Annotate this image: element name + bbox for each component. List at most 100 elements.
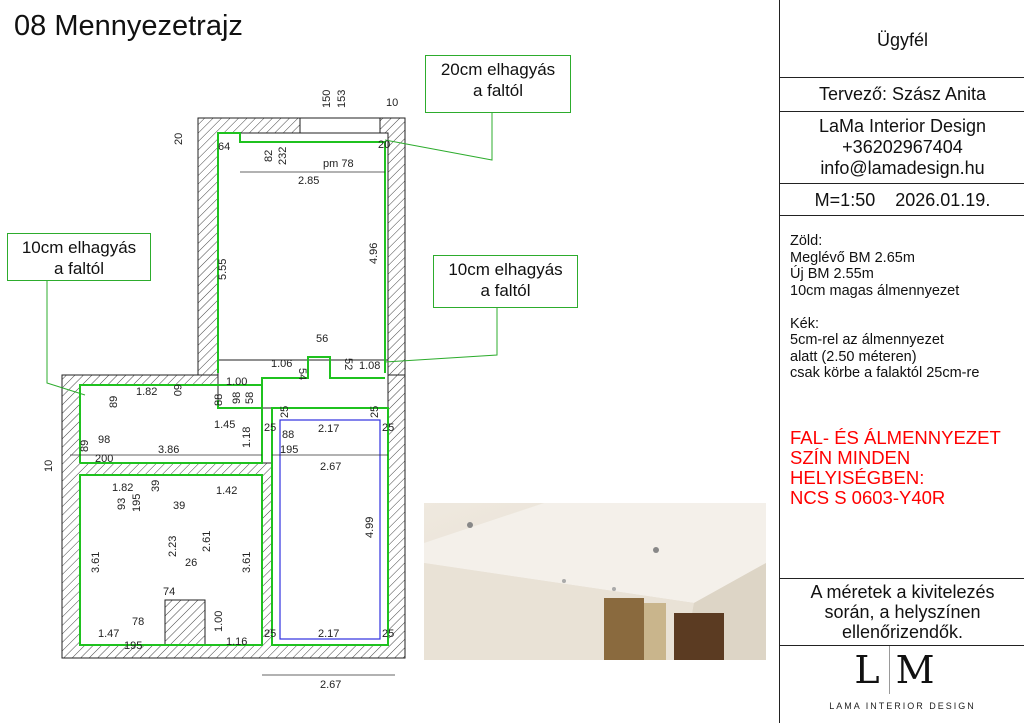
dim-label: 25	[264, 628, 276, 640]
dim-label: 3.86	[158, 444, 179, 456]
client-cell: Ügyfél	[780, 0, 1024, 78]
disclaimer-line: A méretek a kivitelezés	[810, 582, 995, 602]
company-logo: LM LAMA INTERIOR DESIGN	[780, 646, 1024, 723]
dim-label: 56	[316, 333, 328, 345]
logo-text: LAMA INTERIOR DESIGN	[829, 701, 976, 711]
dim-label: 25	[264, 422, 276, 434]
dim-label: 89	[108, 396, 120, 408]
dim-label: 1.82	[136, 386, 157, 398]
dim-label: 20	[173, 133, 185, 145]
dim-label: 20	[378, 139, 390, 151]
dim-label: 200	[95, 453, 113, 465]
logo-letters: LM	[854, 648, 951, 692]
dim-label: 64	[218, 141, 230, 153]
ceiling-render-image	[424, 503, 766, 660]
dim-label: 4.99	[364, 517, 376, 538]
drawing-title: 08 Mennyezetrajz	[14, 10, 243, 42]
dim-label: 2.67	[320, 679, 341, 691]
note-line: Kék:	[790, 315, 820, 332]
disclaimer-line: során, a helyszínen	[824, 602, 981, 622]
callout-line: 20cm elhagyás	[440, 60, 556, 79]
dim-label: 10	[386, 97, 398, 109]
title-block: Ügyfél Tervező: Szász Anita LaMa Interio…	[779, 0, 1024, 723]
callout-line: 10cm elhagyás	[448, 260, 563, 279]
dim-label: 2.17	[318, 423, 339, 435]
callout-top: 20cm elhagyás a faltól	[425, 55, 571, 113]
dim-label: 98	[231, 392, 243, 404]
render-illustration	[424, 503, 766, 660]
dimension-lines	[70, 171, 395, 676]
dim-label: 195	[124, 640, 142, 652]
note-line: 10cm magas álmennyezet	[790, 282, 960, 299]
disclaimer-line: ellenőrizendők.	[841, 622, 964, 642]
callout-line: a faltól	[480, 281, 531, 300]
walls	[61, 117, 406, 659]
dim-label: 25	[369, 406, 381, 418]
dim-label: 89	[79, 440, 91, 452]
dim-label: 1.16	[226, 636, 247, 648]
dim-label: 2.67	[320, 461, 341, 473]
designer-label: Tervező: Szász Anita	[818, 84, 987, 104]
dim-label: 1.45	[214, 419, 235, 431]
dim-label: 54	[296, 368, 308, 380]
dim-label: 2.61	[201, 531, 213, 552]
dim-label: 1.00	[226, 376, 247, 388]
dim-label: 58	[244, 392, 256, 404]
dim-label: 1.18	[241, 427, 253, 448]
dim-label: 195	[131, 494, 143, 512]
dim-label: 3.61	[90, 552, 102, 573]
dim-label: 98	[98, 434, 110, 446]
color-notice-line: NCS S 0603-Y40R	[790, 487, 946, 508]
callout-line: a faltól	[472, 81, 524, 100]
dim-label: pm 78	[323, 158, 354, 170]
callout-right: 10cm elhagyás a faltól	[433, 255, 578, 308]
note-line	[790, 299, 979, 316]
dim-label: 88	[282, 429, 294, 441]
dim-label: 1.00	[213, 611, 225, 632]
dim-label: 39	[150, 480, 162, 492]
callout-line: 10cm elhagyás	[21, 238, 137, 257]
dim-label: 2.23	[167, 536, 179, 557]
dim-label: 4.96	[368, 243, 380, 264]
note-line: Meglévő BM 2.65m	[790, 249, 915, 266]
dim-label: 1.42	[216, 485, 237, 497]
disclaimer-cell: A méretek a kivitelezés során, a helyszí…	[780, 578, 1024, 646]
company-cell: LaMa Interior Design +36202967404 info@l…	[780, 112, 1024, 184]
dimension-labels: 150 153 10 20 64 82 232 20 pm 78 2.85 5.…	[43, 90, 398, 691]
dim-label: 150	[321, 90, 333, 108]
company-name: LaMa Interior Design	[818, 116, 987, 136]
note-line: Zöld:	[790, 233, 823, 249]
callout-leaders	[46, 112, 498, 396]
dim-label: 82	[263, 150, 275, 162]
green-ceiling-outline	[79, 132, 389, 646]
floor-plan: 150 153 10 20 64 82 232 20 pm 78 2.85 5.…	[43, 90, 498, 691]
blue-ceiling-outline	[279, 419, 381, 640]
client-label: Ügyfél	[876, 30, 929, 50]
dim-label: 5.55	[217, 259, 229, 280]
dim-label: 25	[382, 628, 394, 640]
callout-left: 10cm elhagyás a faltól	[7, 233, 151, 281]
dim-label: 153	[336, 90, 348, 108]
dim-label: 10	[43, 460, 55, 472]
dim-label: 88	[213, 394, 225, 406]
dim-label: 232	[277, 147, 289, 165]
logo-divider	[889, 646, 890, 694]
note-line: Új BM 2.55m	[790, 266, 874, 282]
note-line: csak körbe a falaktól 25cm-re	[790, 365, 980, 381]
date-label: 2026.01.19.	[895, 190, 991, 210]
dim-label: 74	[163, 586, 175, 598]
dim-label: 2.85	[298, 175, 319, 187]
dim-label: 1.47	[98, 628, 119, 640]
dim-label: 78	[132, 616, 144, 628]
note-line: 5cm-rel az álmennyezet	[790, 332, 944, 348]
scale-date-cell: M=1:50 2026.01.19.	[780, 184, 1024, 216]
legend-notes: Zöld: Meglévő BM 2.65m Új BM 2.55m 10cm …	[790, 233, 979, 382]
dim-label: 60	[171, 384, 183, 396]
designer-cell: Tervező: Szász Anita	[780, 78, 1024, 112]
dim-label: 3.61	[241, 552, 253, 573]
dim-label: 2.17	[318, 628, 339, 640]
color-notice-line: SZÍN MINDEN	[790, 447, 911, 468]
color-notice-line: HELYISÉGBEN:	[790, 467, 925, 488]
dim-label: 25	[382, 422, 394, 434]
dim-label: 195	[280, 444, 298, 456]
